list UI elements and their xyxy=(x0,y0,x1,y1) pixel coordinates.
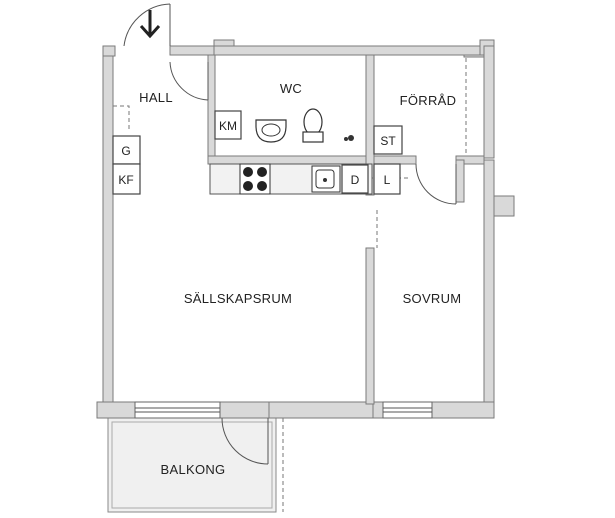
room-label-sovrum: SOVRUM xyxy=(403,291,462,306)
g-label: G xyxy=(121,144,130,158)
entrance-arrow-icon xyxy=(139,10,161,39)
d-box: D xyxy=(341,164,369,194)
balcony xyxy=(107,417,284,513)
bedroom-door[interactable] xyxy=(415,163,457,205)
kitchen-sink-icon xyxy=(311,165,341,193)
l-label: L xyxy=(384,173,391,187)
windows xyxy=(134,401,433,419)
room-label-forrad: FÖRRÅD xyxy=(400,93,457,108)
outer-walls xyxy=(96,39,515,419)
g-box: G xyxy=(112,135,141,165)
stove-icon xyxy=(239,163,271,195)
kf-label: KF xyxy=(118,173,133,187)
d-label: D xyxy=(351,173,360,187)
kf-box: KF xyxy=(112,163,141,195)
room-label-balkong: BALKONG xyxy=(161,462,226,477)
st-label: ST xyxy=(380,134,396,148)
st-box: ST xyxy=(373,125,403,155)
room-label-hall: HALL xyxy=(139,90,173,105)
wc-door[interactable] xyxy=(169,61,209,101)
room-label-sallskapsrum: SÄLLSKAPSRUM xyxy=(184,291,292,306)
sink-icon xyxy=(255,119,287,143)
km-box: KM xyxy=(214,110,242,140)
balcony-door[interactable] xyxy=(221,417,269,465)
km-label: KM xyxy=(219,119,237,133)
entrance-door[interactable] xyxy=(123,3,171,47)
room-label-wc: WC xyxy=(280,81,302,96)
hall-wardrobe-line xyxy=(113,105,130,132)
toilet-icon xyxy=(302,108,354,143)
l-box: L xyxy=(373,163,401,195)
